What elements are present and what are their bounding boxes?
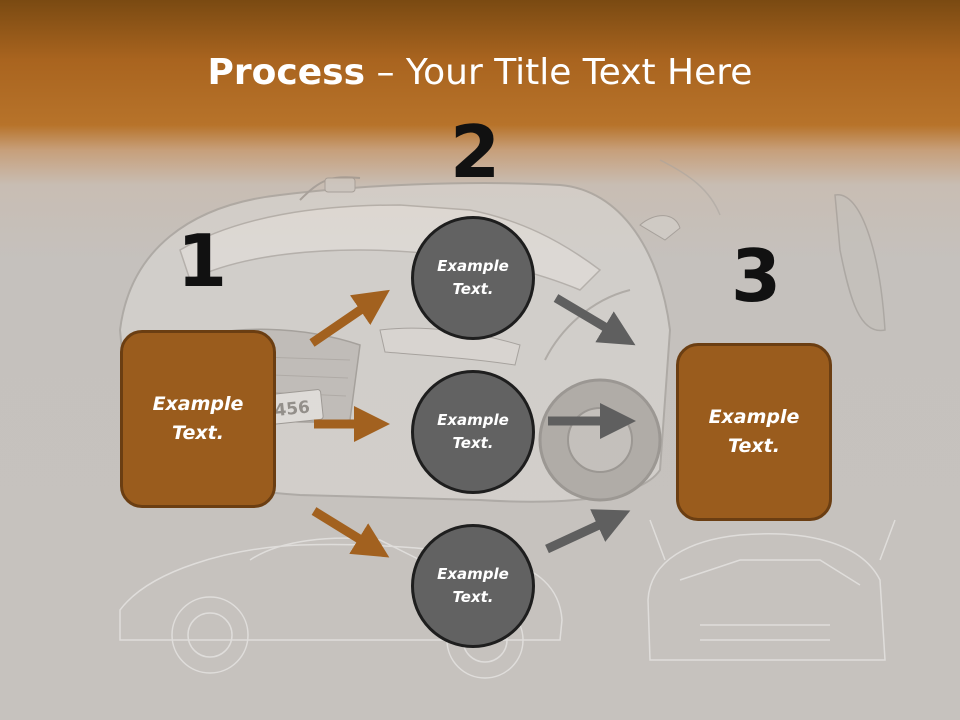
arrow-to-bottom-circle bbox=[311, 507, 390, 558]
step-2-circle-middle: Example Text. bbox=[411, 370, 535, 494]
slide-title: Process – Your Title Text Here bbox=[0, 52, 960, 93]
step-3-box-line1: Example bbox=[708, 406, 800, 428]
arrow-from-bottom-circle bbox=[545, 509, 631, 554]
step-number-2: 2 bbox=[450, 110, 501, 194]
step-3-box: Example Text. bbox=[676, 343, 832, 521]
step-2-circle-bottom: Example Text. bbox=[411, 524, 535, 648]
circle-bottom-line2: Text. bbox=[452, 588, 494, 606]
step-2-circle-top: Example Text. bbox=[411, 216, 535, 340]
circle-middle-line2: Text. bbox=[452, 434, 494, 452]
circle-bottom-line1: Example bbox=[437, 565, 509, 583]
step-1-box-line1: Example bbox=[152, 393, 244, 415]
step-1-box: Example Text. bbox=[120, 330, 276, 508]
circle-top-line1: Example bbox=[437, 257, 509, 275]
circle-top-line2: Text. bbox=[452, 280, 494, 298]
title-rest: – Your Title Text Here bbox=[365, 52, 753, 93]
title-bold: Process bbox=[207, 52, 366, 93]
step-1-box-line2: Text. bbox=[172, 422, 224, 444]
step-number-3: 3 bbox=[731, 234, 782, 318]
circle-middle-line1: Example bbox=[437, 411, 509, 429]
license-plate-text: 456 bbox=[274, 398, 311, 422]
step-3-box-line2: Text. bbox=[728, 435, 780, 457]
arrow-to-top-circle bbox=[309, 289, 390, 347]
step-number-1: 1 bbox=[177, 219, 228, 303]
arrow-from-top-circle bbox=[553, 294, 636, 346]
